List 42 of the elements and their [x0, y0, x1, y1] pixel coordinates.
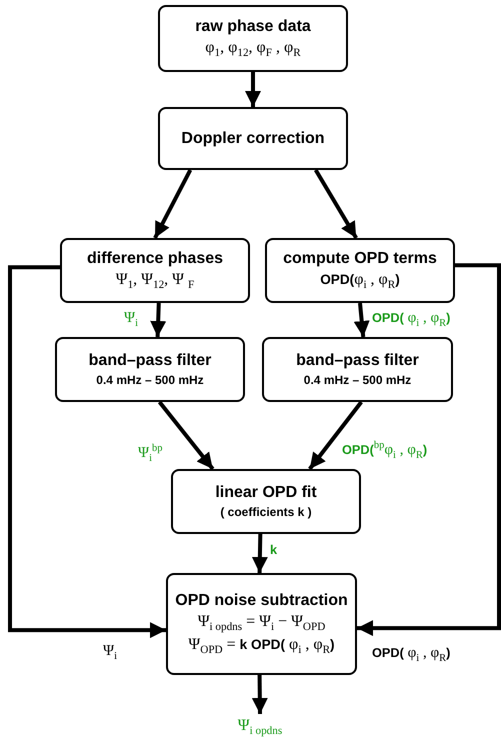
- arrow: [153, 169, 192, 239]
- edge-label: Ψ$_{i}$: [124, 310, 138, 329]
- process-box: [171, 469, 361, 534]
- process-box: [158, 107, 348, 170]
- box-title: Doppler correction: [181, 130, 325, 148]
- process-box: [158, 5, 348, 72]
- box-title: difference phases: [86, 250, 224, 268]
- arrow: [252, 534, 268, 574]
- box-formula: ( coefficients k ): [220, 505, 312, 519]
- output-symbol: Ψ$_{i opdns}$: [238, 716, 282, 738]
- process-box: [265, 238, 455, 303]
- process-box: [262, 337, 453, 402]
- arrow: [308, 400, 363, 470]
- process-box: [166, 573, 357, 675]
- edge-label: OPD( φ$_{i}$ , φ$_{R}$): [372, 645, 450, 664]
- arrow: [150, 302, 166, 338]
- box-title: band–pass filter: [88, 352, 212, 370]
- arrow: [314, 168, 358, 240]
- edge-label: Ψ$_{i}$: [103, 643, 117, 662]
- arrow: [158, 400, 214, 470]
- edge-label: k: [270, 542, 278, 559]
- box-formula: Ψ$_{OPD}$ = k OPD( φ$_{i}$ , φ$_{R}$): [188, 636, 335, 656]
- edge-label: OPD( φ$_{i}$ , φ$_{R}$): [372, 310, 450, 329]
- box-title: band–pass filter: [296, 352, 419, 370]
- box-title: raw phase data: [195, 18, 311, 36]
- box-formula: 0.4 mHz – 500 mHz: [96, 373, 204, 387]
- arrow: [354, 302, 370, 338]
- box-formula: φ$_{1}$, φ$_{12}$, φ$_{F}$ , φ$_{R}$: [205, 38, 301, 60]
- box-title: compute OPD terms: [283, 250, 437, 268]
- box-formula: Ψ$_{i opdns}$ = Ψ$_{i}$ − Ψ$_{OPD}$: [198, 612, 326, 633]
- arrow: [245, 72, 261, 107]
- process-box: [60, 238, 250, 303]
- arrow: [8, 265, 166, 638]
- box-title: linear OPD fit: [215, 484, 317, 502]
- box-title: OPD noise subtraction: [175, 592, 348, 610]
- box-formula: Ψ$_{1}$, Ψ$_{12}$, Ψ $_{F}$: [116, 270, 194, 292]
- edge-label: OPD($^{bp}$φ$_{i}$ , φ$_{R}$): [342, 440, 428, 461]
- arrow: [357, 263, 501, 636]
- box-formula: 0.4 mHz – 500 mHz: [304, 373, 412, 387]
- box-formula: OPD(φ$_{i}$ , φ$_{R}$): [320, 270, 400, 292]
- arrow: [252, 674, 268, 714]
- process-box: [55, 337, 245, 402]
